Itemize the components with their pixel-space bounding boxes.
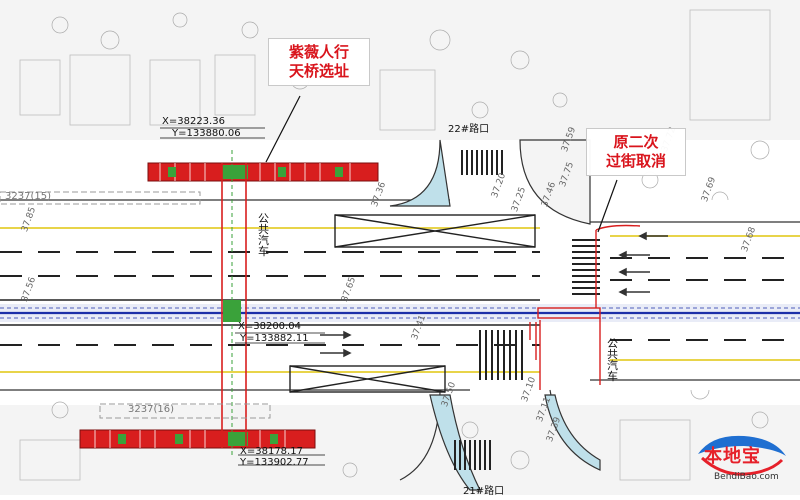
junction-north-label: 22#路口 <box>448 124 490 135</box>
bus-stop-boxes <box>289 214 536 393</box>
parcel-boxes <box>0 191 271 419</box>
bus-lane-char: 汽 <box>258 234 269 247</box>
bus-lane-char: 车 <box>258 245 269 258</box>
callout-crossing-cancel: 原二次 过街取消 <box>586 128 686 176</box>
bus-lane-char: 车 <box>607 370 618 383</box>
bus-lane-label-upper-a: 公 共 汽 车 <box>258 213 272 257</box>
callout-line: 过街取消 <box>605 151 666 170</box>
coord-top-x: X=38223.36 <box>162 116 225 127</box>
median-axis <box>0 304 800 322</box>
bus-lane-char: 共 <box>258 223 269 236</box>
watermark-brand: 本地宝 <box>704 446 761 467</box>
parcel-label-upper: 3237(15) <box>5 191 51 202</box>
bendibao-logo <box>698 435 786 476</box>
bendibao-watermark: 本地宝 BendiBao.com <box>692 428 792 488</box>
callout-leaders <box>265 95 618 233</box>
footbridge-plan <box>79 150 379 455</box>
cancelled-crossing <box>529 224 641 390</box>
coord-mid-y: Y=133882.11 <box>240 333 309 344</box>
callout-line: 天桥选址 <box>288 61 349 80</box>
callout-line: 原二次 <box>613 133 659 151</box>
lane-arrows <box>320 231 668 358</box>
coord-bot-x: X=38178.17 <box>240 446 303 457</box>
road-surface <box>0 199 800 391</box>
coord-top-y: Y=133880.06 <box>172 128 241 139</box>
bus-lane-char: 公 <box>258 212 269 225</box>
coordinate-leaders <box>160 127 325 466</box>
callout-line: 紫薇人行 <box>288 43 349 61</box>
coord-bot-y: Y=133902.77 <box>240 457 309 468</box>
parcel-label-lower: 3237(16) <box>128 404 174 415</box>
bus-lane-char: 公 <box>607 337 618 350</box>
bus-lane-char: 汽 <box>607 359 618 372</box>
callout-bridge-site: 紫薇人行 天桥选址 <box>268 38 370 86</box>
coord-mid-x: X=38200.04 <box>238 321 301 332</box>
junction-south-label: 21#路口 <box>463 486 505 497</box>
watermark-url: BendiBao.com <box>714 472 779 482</box>
bus-lane-label-lower: 公 共 汽 车 <box>607 338 621 382</box>
bus-lane-char: 共 <box>607 348 618 361</box>
